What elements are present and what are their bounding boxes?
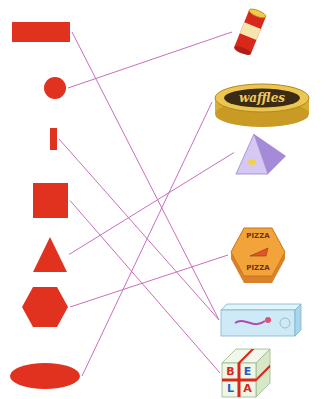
can-picture xyxy=(234,4,266,60)
gift-letter: A xyxy=(239,380,256,397)
pizza-label: PIZZA xyxy=(246,264,269,272)
can-picture-outline xyxy=(234,4,266,60)
red-triangle xyxy=(33,237,67,272)
red-hexagon-outline xyxy=(22,287,68,327)
red-rectangle xyxy=(12,22,70,42)
waffles-tin: waffles xyxy=(214,76,310,128)
pizza-label: PIZZA xyxy=(246,232,269,240)
red-thin-rectangle-outline xyxy=(50,128,57,150)
gift-letter-grid: BELA xyxy=(222,363,256,397)
red-square xyxy=(33,183,68,218)
red-ellipse-outline xyxy=(10,363,80,389)
match-line xyxy=(82,102,212,376)
red-circle xyxy=(44,77,66,99)
match-line xyxy=(72,32,219,320)
match-line xyxy=(70,201,220,374)
gift-letter: B xyxy=(222,363,239,380)
match-line xyxy=(59,139,219,320)
brand-name: waffles xyxy=(239,91,285,105)
red-thin-rectangle xyxy=(50,128,57,150)
gift-letter: L xyxy=(222,380,239,397)
red-hexagon xyxy=(22,287,68,327)
red-rectangle-outline xyxy=(12,22,70,42)
red-triangle-outline xyxy=(33,237,67,272)
red-ellipse xyxy=(10,363,80,389)
match-line xyxy=(70,255,228,307)
pizza-box: PIZZA PIZZA xyxy=(230,226,286,284)
toothpaste-box xyxy=(221,304,301,336)
gift-cube: BELA xyxy=(222,349,270,397)
gift-letter: E xyxy=(239,363,256,380)
toothpaste-box-outline xyxy=(221,304,301,336)
match-line xyxy=(68,32,232,88)
red-circle-outline xyxy=(44,77,66,99)
prism-box xyxy=(236,130,286,175)
prism-box-outline xyxy=(236,130,286,175)
match-line xyxy=(69,153,234,255)
red-square-outline xyxy=(33,183,68,218)
